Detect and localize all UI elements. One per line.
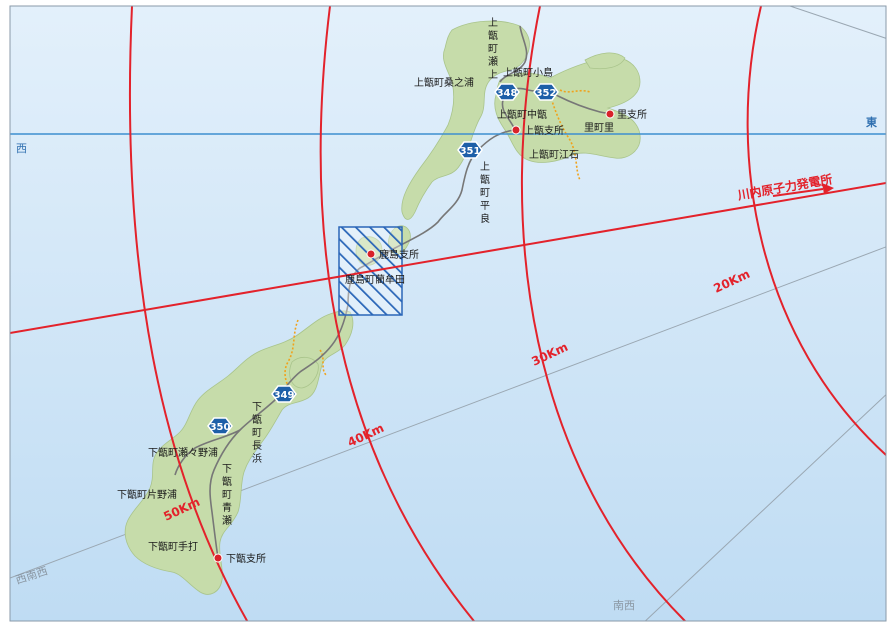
direction-sw: 南西 [613,599,635,612]
place-label-kashima-ranmaki: 鹿島町藺牟田 [345,273,405,286]
office-dot-kashima [366,249,376,259]
route-shield-351: 351 [457,141,483,159]
route-shield-350: 350 [207,417,233,435]
place-label-kami-nakakoshiki: 上甑町中甑 [497,108,547,121]
office-dot-sato [605,109,615,119]
svg-text:青: 青 [222,501,232,514]
svg-text:352: 352 [536,88,557,99]
ring-20km [746,6,886,456]
ring-30km [520,6,687,621]
svg-text:下: 下 [252,402,262,413]
svg-text:甑: 甑 [488,29,498,42]
direction-east: 東 [866,115,878,129]
svg-text:町: 町 [480,188,490,199]
svg-text:長: 長 [252,440,262,452]
place-label-shimo-teuchi: 下甑町手打 [148,540,198,553]
office-dot-shimokoshiki [213,553,223,563]
svg-text:上: 上 [480,161,490,173]
place-label-kamikoshiki-office: 上甑支所 [524,124,564,137]
bearing-line-sw [644,394,886,621]
place-label-sato-office: 里支所 [617,109,647,121]
svg-text:浜: 浜 [252,453,262,465]
svg-text:349: 349 [274,390,295,401]
place-label-kami-eishi: 上甑町江石 [529,148,579,161]
place-label-kami-hira: 上 甑 町 平 良 [480,161,490,225]
place-label-shimo-sesenoura: 下甑町瀬々野浦 [148,446,218,459]
place-label-kami-kuwanoura: 上甑町桑之浦 [414,76,474,89]
svg-text:上: 上 [488,69,498,81]
place-label-shimo-katanoura: 下甑町片野浦 [117,488,177,501]
place-label-satocho-sato: 里町里 [584,122,614,134]
place-label-shimokoshiki-office: 下甑支所 [226,552,266,565]
place-label-kashima-office: 鹿島支所 [379,248,419,261]
svg-text:良: 良 [480,212,490,225]
svg-text:瀬: 瀬 [488,56,498,68]
place-label-shimo-nagahama: 下 甑 町 長 浜 [252,402,262,465]
svg-text:甑: 甑 [252,413,262,426]
kamikoshiki-island [401,20,641,220]
svg-text:351: 351 [460,146,481,157]
svg-text:350: 350 [210,422,231,433]
svg-text:348: 348 [497,88,518,99]
route-shield-348: 348 [494,83,520,101]
right-arrow-icon [772,183,834,197]
place-label-shimo-aose: 下 甑 町 青 瀬 [222,464,232,527]
route-shield-352: 352 [533,83,559,101]
svg-text:町: 町 [222,490,232,501]
svg-text:町: 町 [488,44,498,55]
svg-text:町: 町 [252,428,262,439]
bearing-line-nw [789,6,886,39]
svg-text:平: 平 [480,201,490,212]
place-label-kami-se: 上 甑 町 瀬 上 [488,17,498,81]
svg-text:瀬: 瀬 [222,515,232,527]
walking-trails [284,89,591,393]
plant-direction-line [10,182,886,334]
place-label-kami-kojima: 上甑町小島 [503,66,553,79]
route-shield-349: 349 [271,385,297,403]
svg-text:甑: 甑 [480,173,490,186]
svg-text:甑: 甑 [222,475,232,488]
ring-40km [319,6,476,621]
map-frame [9,5,887,622]
svg-text:上: 上 [488,17,498,29]
svg-text:下: 下 [222,464,232,475]
direction-west: 西 [16,142,27,155]
office-dot-kamikoshiki [511,125,521,135]
